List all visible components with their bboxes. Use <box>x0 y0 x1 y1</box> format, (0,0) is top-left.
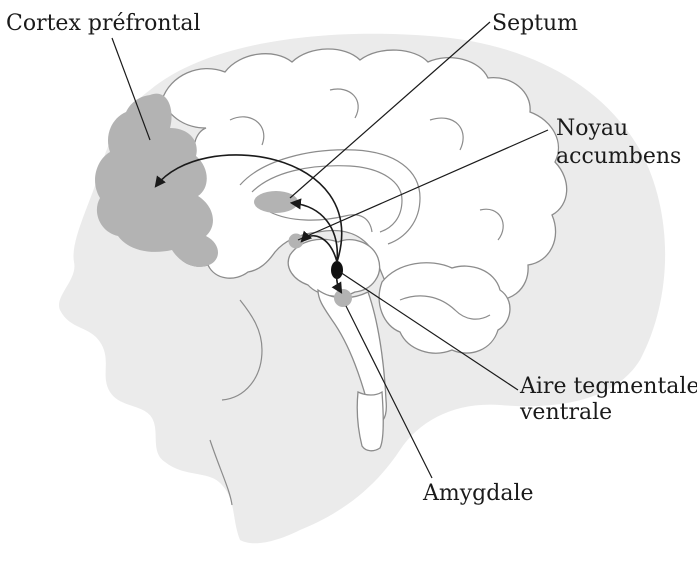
label-noyau: Noyau <box>556 116 628 141</box>
label-aire-tegmentale: Aire tegmentale <box>519 374 697 399</box>
label-amygdale: Amygdale <box>422 481 534 506</box>
nucleus-accumbens-region <box>289 234 304 249</box>
label-ventrale: ventrale <box>519 400 612 425</box>
label-accumbens: accumbens <box>556 144 681 169</box>
spinal-cord <box>357 392 383 451</box>
label-cortex-prefrontal: Cortex préfrontal <box>6 11 201 36</box>
amygdala-region <box>334 289 352 307</box>
label-septum: Septum <box>492 11 578 36</box>
septum-region <box>254 191 298 213</box>
